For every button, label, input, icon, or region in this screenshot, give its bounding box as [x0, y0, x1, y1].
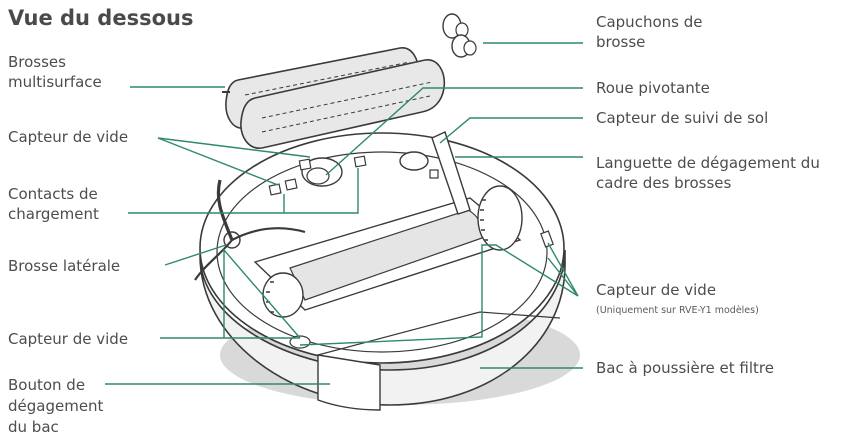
cliff-sensor-square-1 [298, 158, 312, 171]
charging-contact-1 [268, 183, 282, 196]
line-cliff-top-1 [157, 137, 279, 186]
cliff-sensor-square-2 [353, 155, 367, 168]
label-dust-bin-filter: Bac à poussière et filtre [596, 359, 774, 377]
release-tab [431, 131, 471, 215]
charging-contact-2 [284, 178, 298, 191]
caster-wheel [301, 157, 343, 187]
label-cliff-sensor-top: Capteur de vide [8, 128, 129, 146]
line-cliff-right-3 [547, 257, 579, 297]
label-side-brush: Brosse latérale [8, 257, 121, 275]
line-cliff-right-1 [547, 242, 579, 297]
floor-tracking-sensor [399, 151, 429, 171]
label-cliff-sensor-right: Capteur de vide [596, 281, 717, 299]
right-wheel [477, 185, 523, 251]
label-bin-release-button: Bouton de dégagement du bac [8, 376, 104, 436]
robot-body-side [199, 249, 566, 406]
line-cliff-top-2 [157, 137, 311, 158]
label-cliff-sensor-right-note: (Uniquement sur RVE-Y1 modèles) [596, 305, 759, 316]
label-brush-caps: Capuchons de brosse [596, 13, 703, 51]
diagram-title: Vue du dessous [8, 6, 194, 30]
left-wheel [262, 272, 304, 318]
label-brush-frame-release-tab: Languette de dégagement du cadre des bro… [596, 154, 820, 192]
multisurface-brushes [222, 47, 446, 149]
line-side-brush [164, 244, 227, 266]
line-floor-tracking [439, 117, 583, 144]
label-caster-wheel: Roue pivotante [596, 79, 710, 97]
line-cliff-right-2 [299, 244, 579, 346]
side-brush [194, 179, 306, 281]
label-charging-contacts: Contacts de chargement [8, 185, 99, 223]
line-charging [128, 168, 359, 214]
label-floor-tracking-sensor: Capteur de suivi de sol [596, 109, 769, 127]
brush-caps [442, 13, 477, 58]
label-cliff-sensor-bottom: Capteur de vide [8, 330, 129, 348]
dust-bin-front [317, 354, 381, 411]
line-caster [325, 87, 583, 176]
callout-lines [105, 42, 583, 385]
robot-inner-rim [216, 151, 548, 353]
small-sensor [429, 169, 439, 179]
label-multisurface-brushes: Brosses multisurface [8, 53, 102, 91]
line-cliff-bottom-2 [223, 248, 301, 339]
